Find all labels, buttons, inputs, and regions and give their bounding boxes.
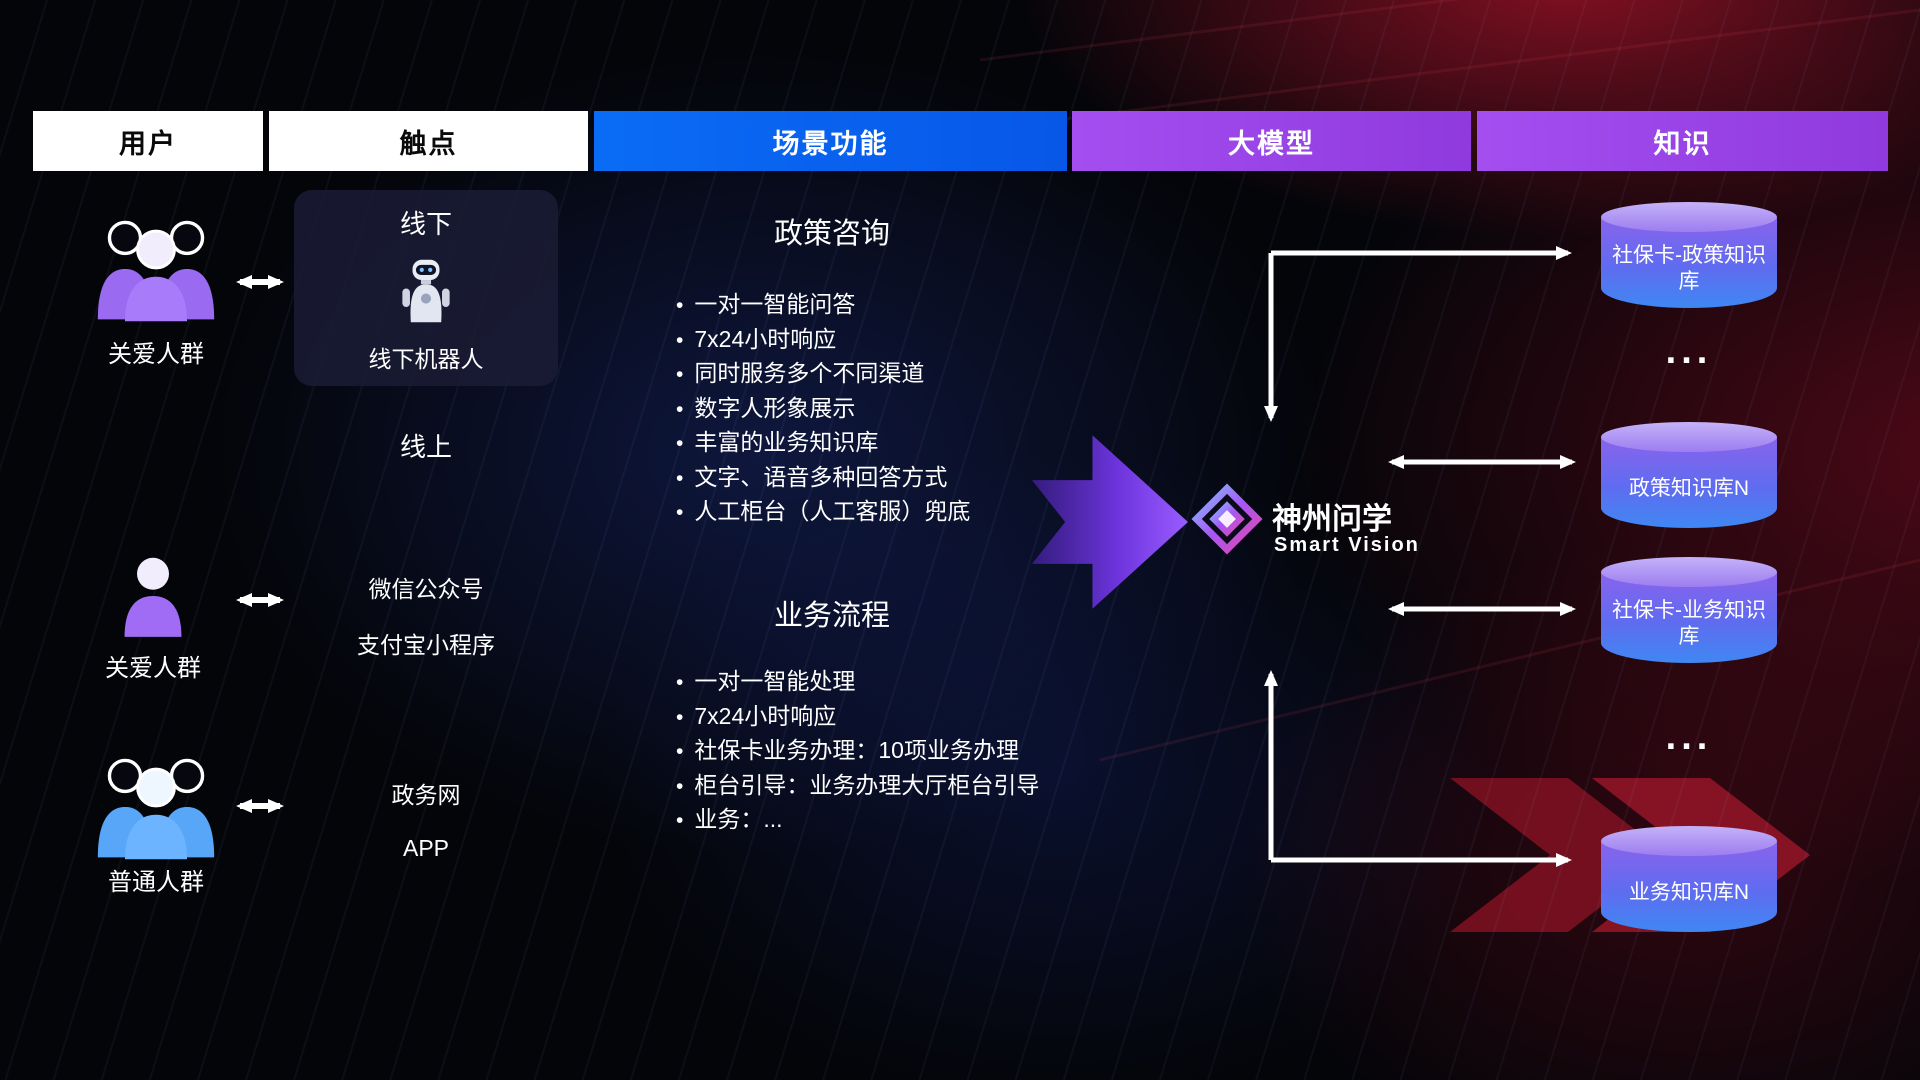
kb-label: 社保卡-业务知识库 [1601, 572, 1777, 663]
offline-label: 线下 [399, 209, 452, 239]
touchpoint-alipay: 支付宝小程序 [357, 632, 495, 658]
scenario-bullet: 柜台引导：业务办理大厅柜台引导 [676, 769, 1156, 804]
user-group-label: 关爱人群 [108, 341, 204, 368]
scenario-bullet: 业务：... [676, 803, 1156, 838]
touchpoint-gov-web: 政务网 [391, 782, 461, 808]
flow-arrow-icon [1032, 435, 1188, 609]
scenario-bullet: 7x24小时响应 [676, 700, 1156, 735]
user-group-label: 普通人群 [108, 869, 204, 896]
scenario-business-title: 业务流程 [773, 600, 890, 632]
kb-label: 社保卡-政策知识库 [1601, 217, 1777, 308]
kb-ellipsis: ... [1665, 330, 1713, 372]
offline-robot-label: 线下机器人 [368, 346, 484, 372]
scenario-bullet: 文字、语音多种回答方式 [676, 461, 1156, 496]
kb-label: 业务知识库N [1601, 841, 1777, 932]
kb-cylinder-policy-ssc: 社保卡-政策知识库 [1601, 202, 1777, 308]
scenario-bullet: 同时服务多个不同渠道 [676, 357, 1156, 392]
cylinder-top [1601, 557, 1777, 587]
touchpoint-app: APP [402, 835, 450, 861]
scenario-business-list: 一对一智能处理 7x24小时响应 社保卡业务办理：10项业务办理 柜台引导：业务… [676, 665, 1156, 838]
cylinder-top [1601, 826, 1777, 856]
kb-ellipsis: ... [1665, 716, 1713, 758]
offline-touchpoint-card: 线下 线下机器人 [294, 190, 558, 386]
scenario-bullet: 人工柜台（人工客服）兜底 [676, 495, 1156, 530]
scenario-bullet: 数字人形象展示 [676, 392, 1156, 427]
column-header-model: 大模型 [1072, 111, 1471, 171]
red-streak-lines [899, 0, 1920, 762]
scenario-bullet: 一对一智能问答 [676, 288, 1156, 323]
smart-vision-logo-icon [1191, 483, 1263, 555]
model-subtitle: Smart Vision [1274, 534, 1420, 556]
scenario-bullet: 7x24小时响应 [676, 323, 1156, 358]
group-people-blue-icon [97, 758, 215, 860]
cylinder-top [1601, 422, 1777, 452]
kb-cylinder-business-ssc: 社保卡-业务知识库 [1601, 557, 1777, 663]
touchpoint-wechat: 微信公众号 [368, 576, 484, 602]
kb-cylinder-business-n: 业务知识库N [1601, 826, 1777, 932]
user-group-label: 关爱人群 [105, 655, 201, 682]
online-label: 线上 [399, 432, 452, 462]
scenario-policy-title: 政策咨询 [773, 218, 890, 250]
column-header-knowledge: 知识 [1477, 111, 1888, 171]
single-person-purple-icon [124, 557, 182, 637]
cylinder-top [1601, 202, 1777, 232]
column-header-user: 用户 [33, 111, 263, 171]
column-header-scenario: 场景功能 [594, 111, 1067, 171]
robot-icon [402, 259, 450, 322]
model-name: 神州问学 [1272, 503, 1392, 536]
column-header-touchpoint: 触点 [269, 111, 588, 171]
kb-cylinder-policy-n: 政策知识库N [1601, 422, 1777, 528]
kb-label: 政策知识库N [1601, 437, 1777, 528]
scenario-bullet: 丰富的业务知识库 [676, 426, 1156, 461]
scenario-bullet: 社保卡业务办理：10项业务办理 [676, 734, 1156, 769]
scenario-bullet: 一对一智能处理 [676, 665, 1156, 700]
group-people-purple-icon [97, 220, 215, 322]
scenario-policy-list: 一对一智能问答 7x24小时响应 同时服务多个不同渠道 数字人形象展示 丰富的业… [676, 288, 1156, 530]
